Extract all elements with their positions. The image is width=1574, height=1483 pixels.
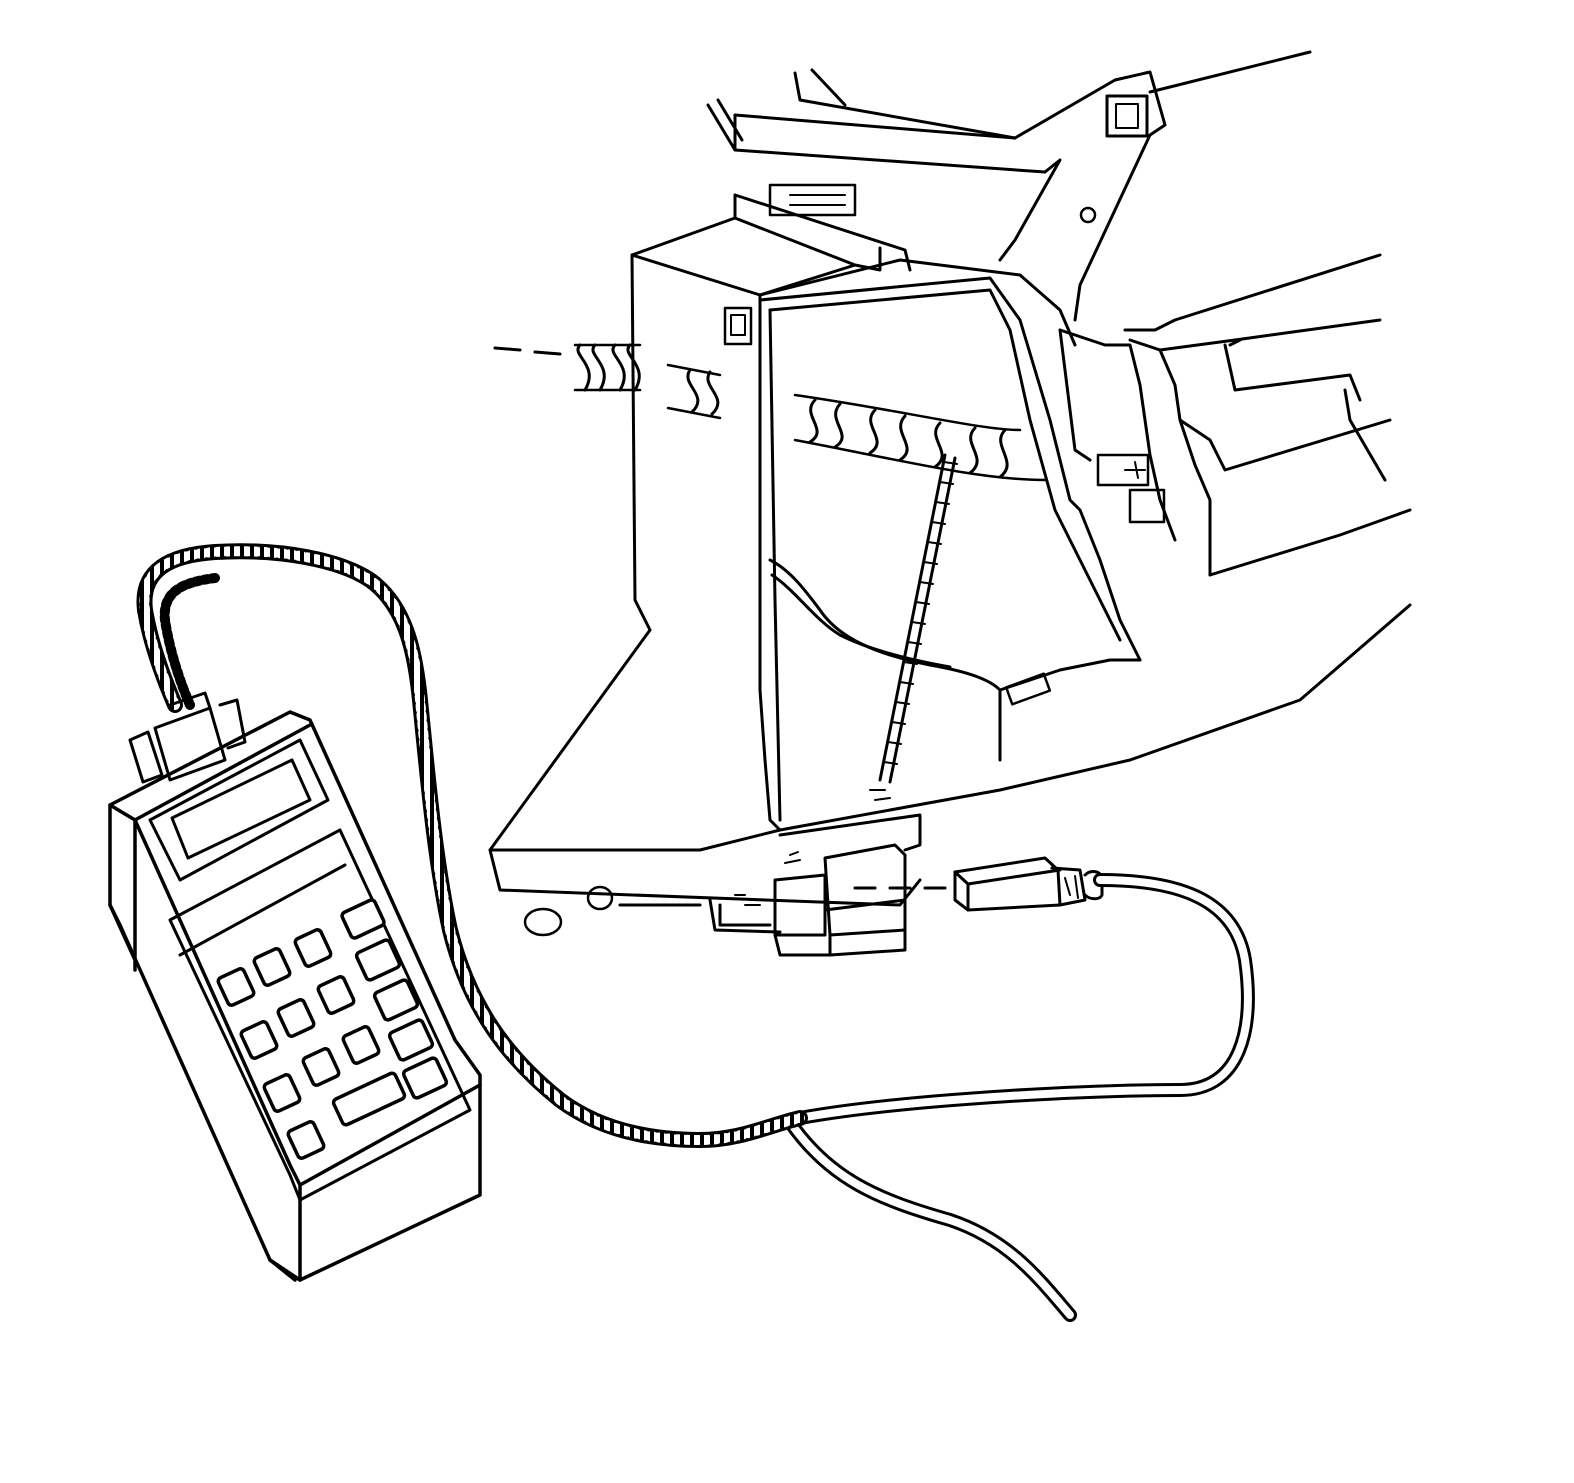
- scan-tool-icon: [108, 691, 482, 1282]
- dlc-connector-icon: [708, 813, 1104, 957]
- coiled-cable-icon: [136, 543, 1255, 1322]
- dash-panel-icon: [488, 50, 1412, 937]
- wiring-harness-icon: [493, 343, 1047, 801]
- scan-tool-keypad: [216, 898, 449, 1160]
